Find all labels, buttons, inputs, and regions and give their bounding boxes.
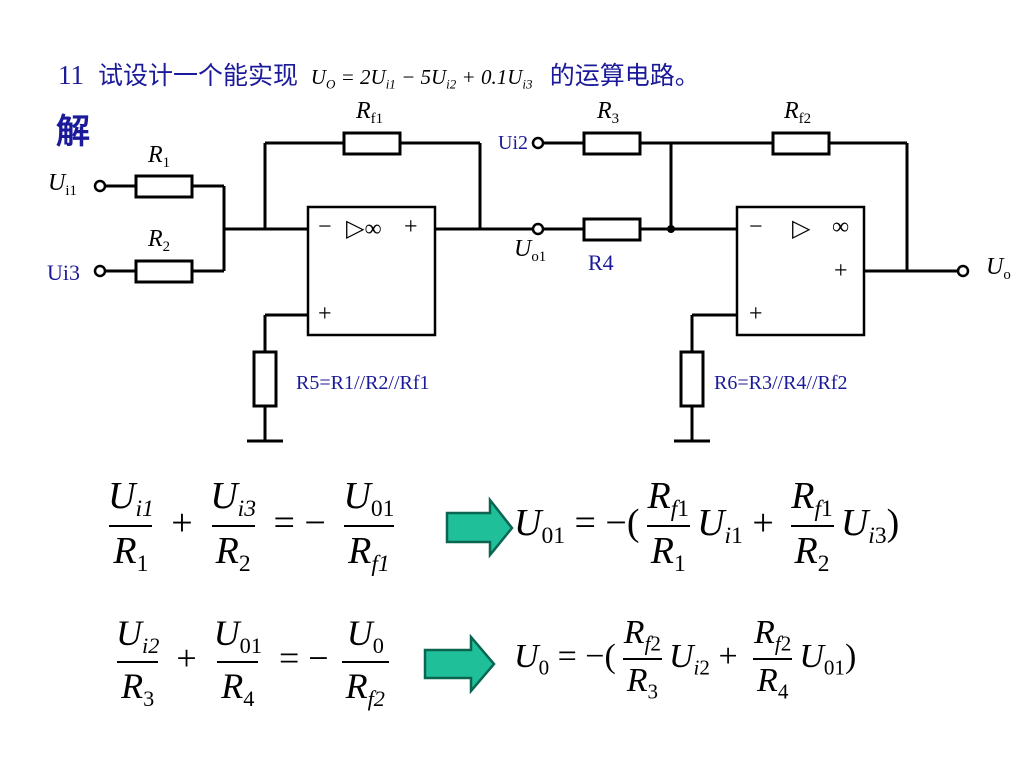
resistor-rf2 (771, 131, 831, 156)
circuit-diagram (93, 131, 970, 443)
title-text-after: 的运算电路。 (549, 61, 700, 90)
opamp2-plus-out: + (834, 258, 848, 284)
label-rf1: Rf1 (356, 98, 384, 128)
problem-number: 11 (58, 60, 84, 90)
resistor-r5 (252, 350, 278, 408)
opamp2-inf: ∞ (832, 214, 850, 240)
resistor-rf1 (342, 131, 402, 156)
label-uo: Uo (986, 254, 1011, 284)
label-ui1: Ui1 (48, 170, 77, 200)
r6-note: R6=R3//R4//Rf2 (714, 372, 848, 394)
opamp1-plus-out: + (404, 214, 418, 240)
terminal-uo (956, 264, 970, 278)
opamp2-plus-in: + (749, 301, 763, 327)
arrow-right-icon (445, 496, 514, 559)
resistor-r3 (582, 131, 642, 156)
title-formula: UO = 2Ui1 − 5Ui2 + 0.1Ui3 (310, 65, 533, 92)
opamp1-symbol: ▷∞ (346, 216, 382, 242)
label-r3: R3 (597, 98, 620, 128)
problem-title: 11 试设计一个能实现 UO = 2Ui1 − 5Ui2 + 0.1Ui3 的运算… (58, 56, 700, 93)
title-text-before: 试设计一个能实现 (98, 61, 299, 90)
terminal-uo1 (531, 222, 545, 236)
arrow-right-icon (423, 633, 496, 695)
opamp2-minus: − (749, 214, 763, 240)
r5-note: R5=R1//R2//Rf1 (296, 372, 430, 394)
opamp1-plus-in: + (318, 301, 332, 327)
terminal-ui2 (531, 136, 545, 150)
label-r1: R1 (148, 142, 171, 172)
label-ui3: Ui3 (47, 260, 80, 285)
resistor-r6 (679, 350, 705, 408)
opamp1-minus: − (318, 214, 332, 240)
label-rf2: Rf2 (784, 98, 812, 128)
opamp2-symbol: ▷ (792, 216, 811, 242)
label-r4: R4 (588, 250, 614, 275)
opamp-1 (306, 205, 437, 337)
label-r2: R2 (148, 226, 171, 256)
terminal-ui3 (93, 264, 107, 278)
resistor-r4 (582, 217, 642, 242)
solution-label: 解 (56, 112, 90, 152)
resistor-r1 (134, 174, 194, 199)
resistor-r2 (134, 259, 194, 284)
label-ui2: Ui2 (498, 132, 528, 154)
label-uo1: Uo1 (514, 236, 547, 266)
terminal-ui1 (93, 179, 107, 193)
